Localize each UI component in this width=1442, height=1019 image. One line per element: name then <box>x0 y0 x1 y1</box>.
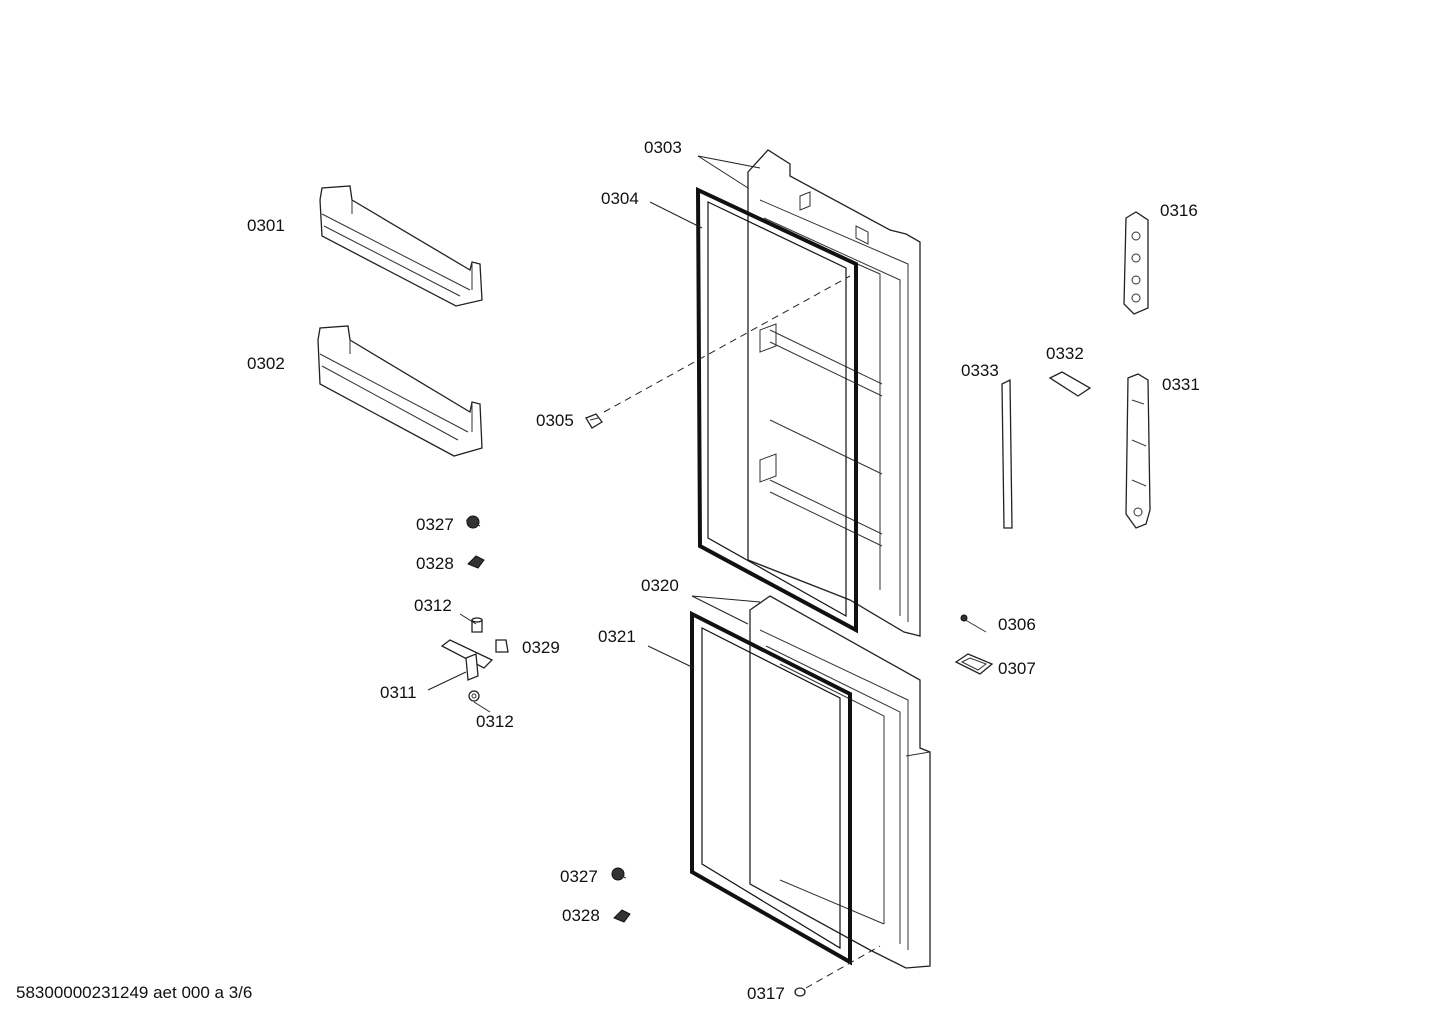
label-0312-lower: 0312 <box>476 712 514 731</box>
label-0304: 0304 <box>601 189 639 208</box>
bushing-0327-upper[interactable] <box>465 515 481 529</box>
label-0329: 0329 <box>522 638 560 657</box>
assembly-guide-line-0305 <box>603 275 851 413</box>
label-0312-upper: 0312 <box>414 596 452 615</box>
clip-0328-lower[interactable] <box>613 909 631 923</box>
bushing-0327-lower[interactable] <box>611 867 627 881</box>
pin-0306[interactable] <box>960 614 987 633</box>
hinge-cap-0329[interactable] <box>495 639 509 653</box>
hinge-pin-0312-upper[interactable] <box>471 617 483 633</box>
plug-0305[interactable] <box>585 413 603 429</box>
label-0320: 0320 <box>641 576 679 595</box>
control-module-0316[interactable] <box>1123 211 1149 315</box>
label-0333: 0333 <box>961 361 999 380</box>
lower-door-gasket[interactable] <box>690 610 852 966</box>
label-0316: 0316 <box>1160 201 1198 220</box>
leader-lines <box>427 155 761 713</box>
label-0305: 0305 <box>536 411 574 430</box>
label-0307: 0307 <box>998 659 1036 678</box>
label-0331: 0331 <box>1162 375 1200 394</box>
strip-0333[interactable] <box>1001 378 1013 529</box>
upper-door-gasket[interactable] <box>695 186 858 634</box>
label-0303: 0303 <box>644 138 682 157</box>
hinge-pin-0312-lower[interactable] <box>468 690 480 702</box>
label-0332: 0332 <box>1046 344 1084 363</box>
label-0328-upper: 0328 <box>416 554 454 573</box>
door-shelf-upper[interactable] <box>319 185 483 307</box>
label-0311: 0311 <box>380 683 417 702</box>
label-0302: 0302 <box>247 354 285 373</box>
cover-0332[interactable] <box>1048 371 1092 397</box>
clip-0328-upper[interactable] <box>467 555 485 569</box>
label-0317: 0317 <box>747 984 785 1003</box>
upper-door-inner-panel[interactable] <box>747 149 921 637</box>
footer-document-id: 58300000231249 aet 000 a 3/6 <box>16 983 252 1002</box>
label-0306: 0306 <box>998 615 1036 634</box>
rail-0331[interactable] <box>1125 373 1151 529</box>
door-shelf-lower[interactable] <box>317 325 483 457</box>
label-0327-upper: 0327 <box>416 515 454 534</box>
hinge-bracket-0311[interactable] <box>440 639 494 681</box>
label-0321: 0321 <box>598 627 636 646</box>
screw-0317[interactable] <box>794 987 806 997</box>
label-0328-lower: 0328 <box>562 906 600 925</box>
assembly-guide-line-0317 <box>805 945 881 989</box>
label-0327-lower: 0327 <box>560 867 598 886</box>
label-0301: 0301 <box>247 216 285 235</box>
handle-cover-0307[interactable] <box>954 653 994 675</box>
